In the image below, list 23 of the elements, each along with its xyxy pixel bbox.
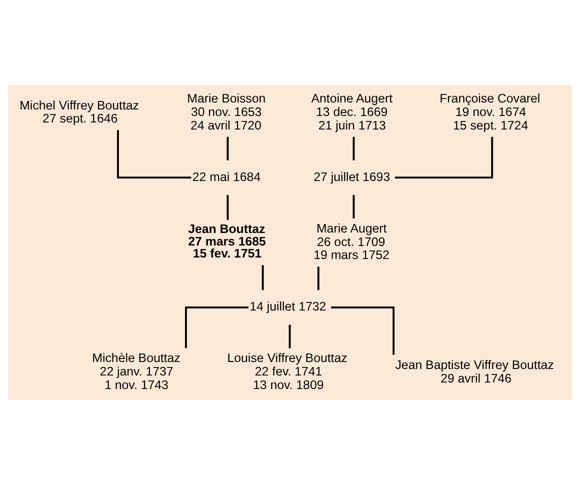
connector (394, 136, 494, 179)
node-text: Jean Bouttaz 27 mars 1685 15 fev. 1751 (188, 222, 266, 261)
node-text: 14 juillet 1732 (250, 300, 326, 314)
connector (185, 306, 248, 348)
node-text: Marie Augert 26 oct. 1709 19 mars 1752 (314, 221, 390, 262)
connector (331, 306, 395, 355)
connector (288, 324, 291, 348)
connector (262, 265, 264, 290)
connector (317, 266, 320, 290)
node-text: Michel Viffrey Bouttaz 27 sept. 1646 (20, 98, 139, 126)
node-text: Françoise Covarel 19 nov. 1674 15 sept. 1724 (440, 92, 540, 132)
connector (226, 194, 229, 220)
node-text: Antoine Augert 13 dec. 1669 21 juin 1713 (311, 92, 393, 132)
node-text: 27 juillet 1693 (314, 170, 390, 184)
node-text: Louise Viffrey Bouttaz 22 fev. 1741 13 nov. 1809 (227, 351, 348, 392)
node-text: Jean Baptiste Viffrey Bouttaz 29 avril 1746 (395, 358, 554, 386)
node-text: Marie Boisson 30 nov. 1653 24 avril 1720 (187, 92, 266, 132)
connector (117, 130, 192, 179)
connector (226, 136, 229, 160)
connector (352, 136, 355, 160)
node-text: 22 mai 1684 (192, 170, 261, 184)
node-text: Michèle Bouttaz 22 janv. 1737 1 nov. 1743 (92, 351, 180, 392)
connector (352, 194, 355, 218)
